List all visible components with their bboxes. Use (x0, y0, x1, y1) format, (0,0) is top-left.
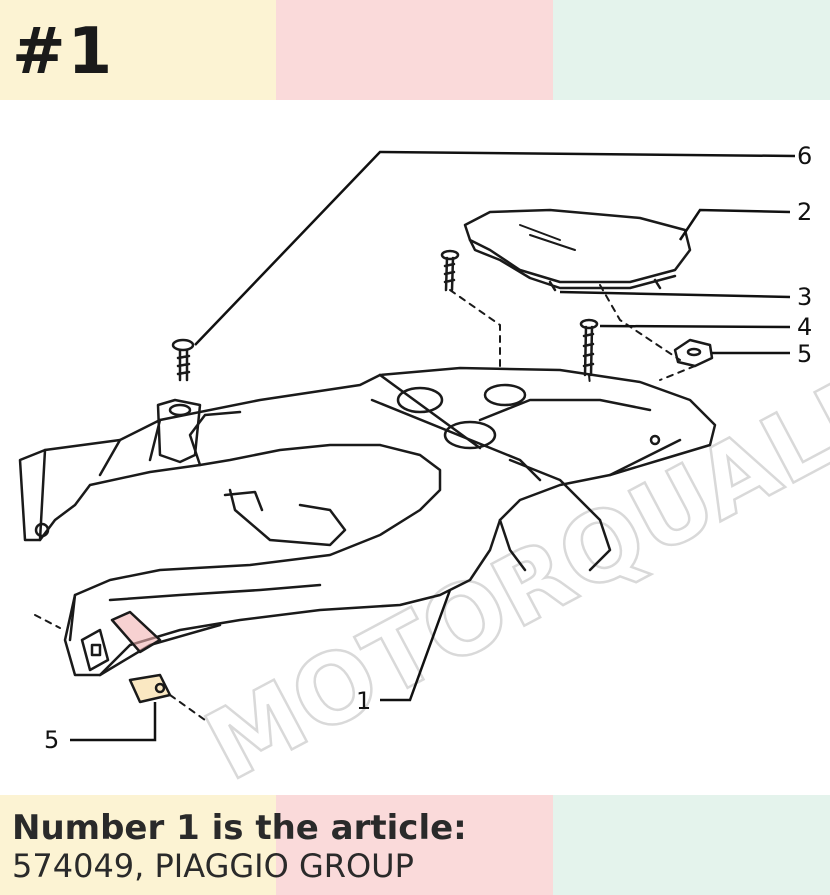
top-cover-plate (463, 208, 692, 292)
item-number-badge: #1 (12, 15, 115, 89)
band-segment-pink (276, 0, 553, 100)
screw-part-6 (156, 338, 202, 464)
screw-part-3 (440, 249, 460, 292)
callout-1: 1 (356, 687, 371, 715)
band-segment-pink (276, 795, 553, 895)
caption-heading: Number 1 is the article: (12, 808, 467, 848)
leader-line-6 (194, 150, 796, 346)
band-segment-yellow (0, 0, 276, 100)
callout-3: 3 (797, 283, 812, 311)
exploded-parts-diagram: MOTORQUALITA (18, 142, 830, 795)
callout-5-lower: 5 (44, 726, 59, 754)
callout-4: 4 (797, 313, 812, 341)
band-segment-green (553, 795, 830, 895)
top-color-band (0, 0, 830, 100)
band-segment-green (553, 0, 830, 100)
leader-line-2 (678, 208, 791, 241)
leader-line-1 (380, 589, 452, 702)
nut-part-5-lower (80, 610, 172, 704)
bottom-color-band (0, 795, 830, 895)
callout-2: 2 (797, 198, 812, 226)
caption-article-code: 574049, PIAGGIO GROUP (12, 847, 414, 885)
band-segment-yellow (0, 795, 276, 895)
leader-line-3 (559, 290, 791, 299)
callout-6: 6 (797, 142, 812, 170)
callout-5-upper: 5 (797, 340, 812, 368)
nut-part-5-upper (673, 338, 714, 368)
leader-line-5-lower (70, 702, 157, 742)
screw-part-4 (579, 318, 599, 377)
leader-line-4 (599, 324, 791, 329)
